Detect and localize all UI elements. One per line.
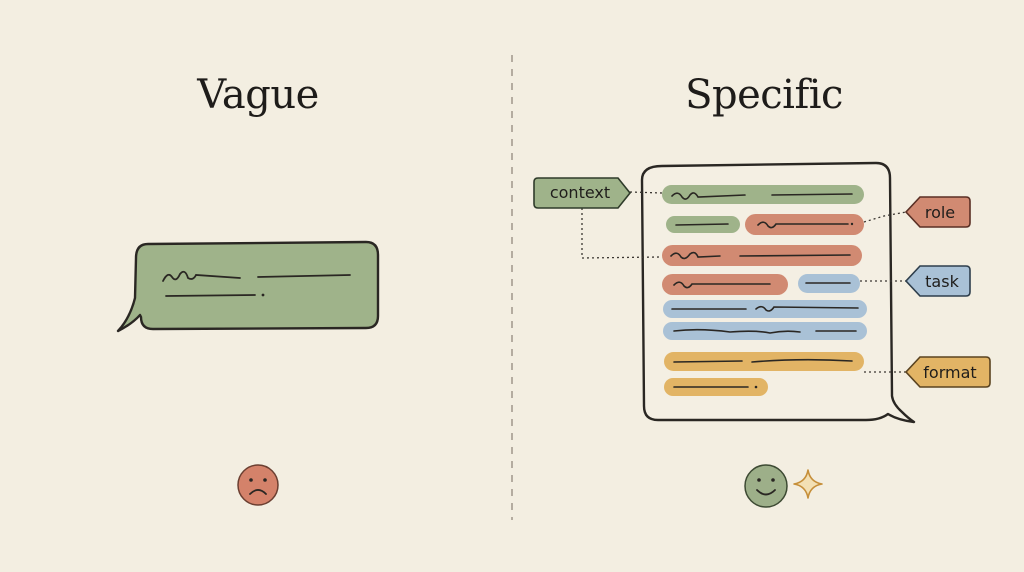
sad-face-icon [237,464,279,506]
context-bar-1 [662,185,864,204]
format-tag: format [904,356,991,388]
context-bar-2 [666,216,740,233]
role-bar-2 [662,245,862,266]
role-bar-1 [745,214,864,235]
context-connector-down [581,208,661,259]
role-bar-3 [662,274,788,295]
role-tag-label: role [925,203,955,222]
vague-heading: Vague [197,72,319,118]
role-connector [863,211,907,223]
role-tag: role [904,196,971,228]
sparkle-icon [793,469,823,499]
specific-heading: Specific [685,72,843,118]
task-bar-3 [663,322,867,340]
format-bar-2 [664,378,768,396]
task-bar-1 [798,274,860,293]
task-tag: task [904,265,971,297]
context-tag-label: context [550,183,610,202]
context-connector-top [629,191,663,194]
vague-speech-bubble [116,240,380,333]
happy-face-icon [744,464,788,508]
format-bar-1 [664,352,864,371]
task-tag-label: task [925,272,959,291]
task-bar-2 [663,300,867,318]
context-tag: context [533,177,632,209]
connector-lines [581,191,907,373]
format-tag-label: format [923,363,976,382]
